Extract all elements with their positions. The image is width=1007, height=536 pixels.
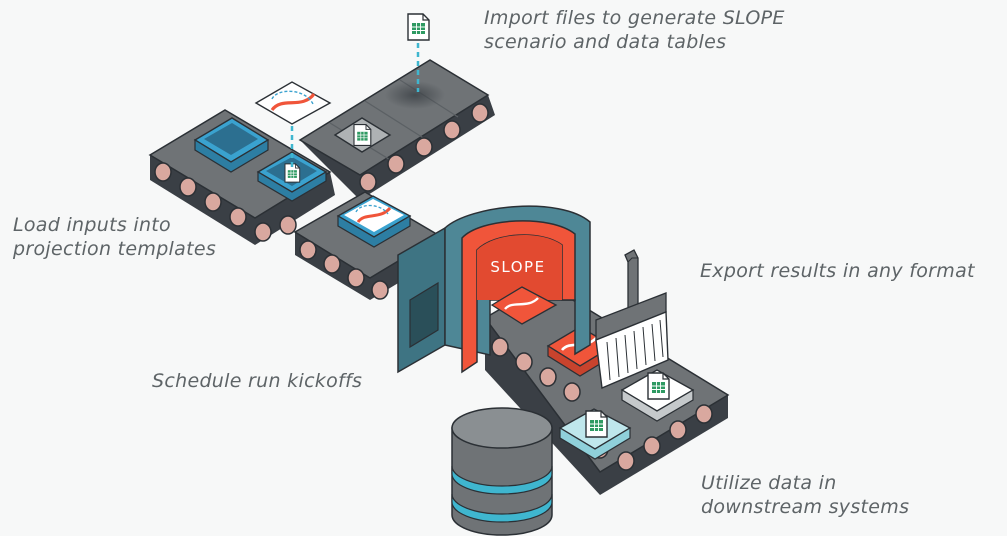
- caption-utilize-line-1: Utilize data in: [701, 472, 837, 494]
- paint-brush-icon: [595, 249, 669, 390]
- spreadsheet-export-tile: [558, 408, 632, 460]
- caption-import-line-1: Import files to generate SLOPE: [484, 7, 785, 29]
- caption-utilize-line-2: downstream systems: [701, 496, 910, 518]
- caption-schedule: Schedule run kickoffs: [152, 369, 362, 393]
- template-tile-processing: [490, 286, 558, 325]
- caption-import-line-2: scenario and data tables: [484, 31, 727, 53]
- caption-schedule-line-1: Schedule run kickoffs: [152, 370, 363, 392]
- caption-load: Load inputs into projection templates: [13, 213, 216, 261]
- conveyor-belt-import: [298, 59, 495, 200]
- caption-load-line-1: Load inputs into: [13, 214, 171, 236]
- slope-template-icon: [254, 81, 332, 125]
- caption-load-line-2: projection templates: [13, 238, 217, 260]
- spreadsheet-file-icon: [333, 117, 392, 153]
- machine-brand-label: SLOPE: [490, 258, 545, 276]
- template-tile-empty: [193, 117, 270, 173]
- template-tile-queued: [336, 195, 412, 248]
- slope-machine: SLOPE: [397, 205, 591, 374]
- spreadsheet-output-tile: [620, 369, 695, 422]
- template-tile-filled: [256, 151, 328, 202]
- caption-export: Export results in any format: [700, 259, 975, 283]
- spreadsheet-file-icon: [407, 13, 430, 41]
- database-icon: [451, 407, 553, 536]
- caption-import: Import files to generate SLOPE scenario …: [484, 6, 785, 54]
- conveyor-belt-load: [148, 109, 335, 245]
- caption-export-line-1: Export results in any format: [700, 260, 975, 282]
- caption-utilize: Utilize data in downstream systems: [701, 471, 909, 519]
